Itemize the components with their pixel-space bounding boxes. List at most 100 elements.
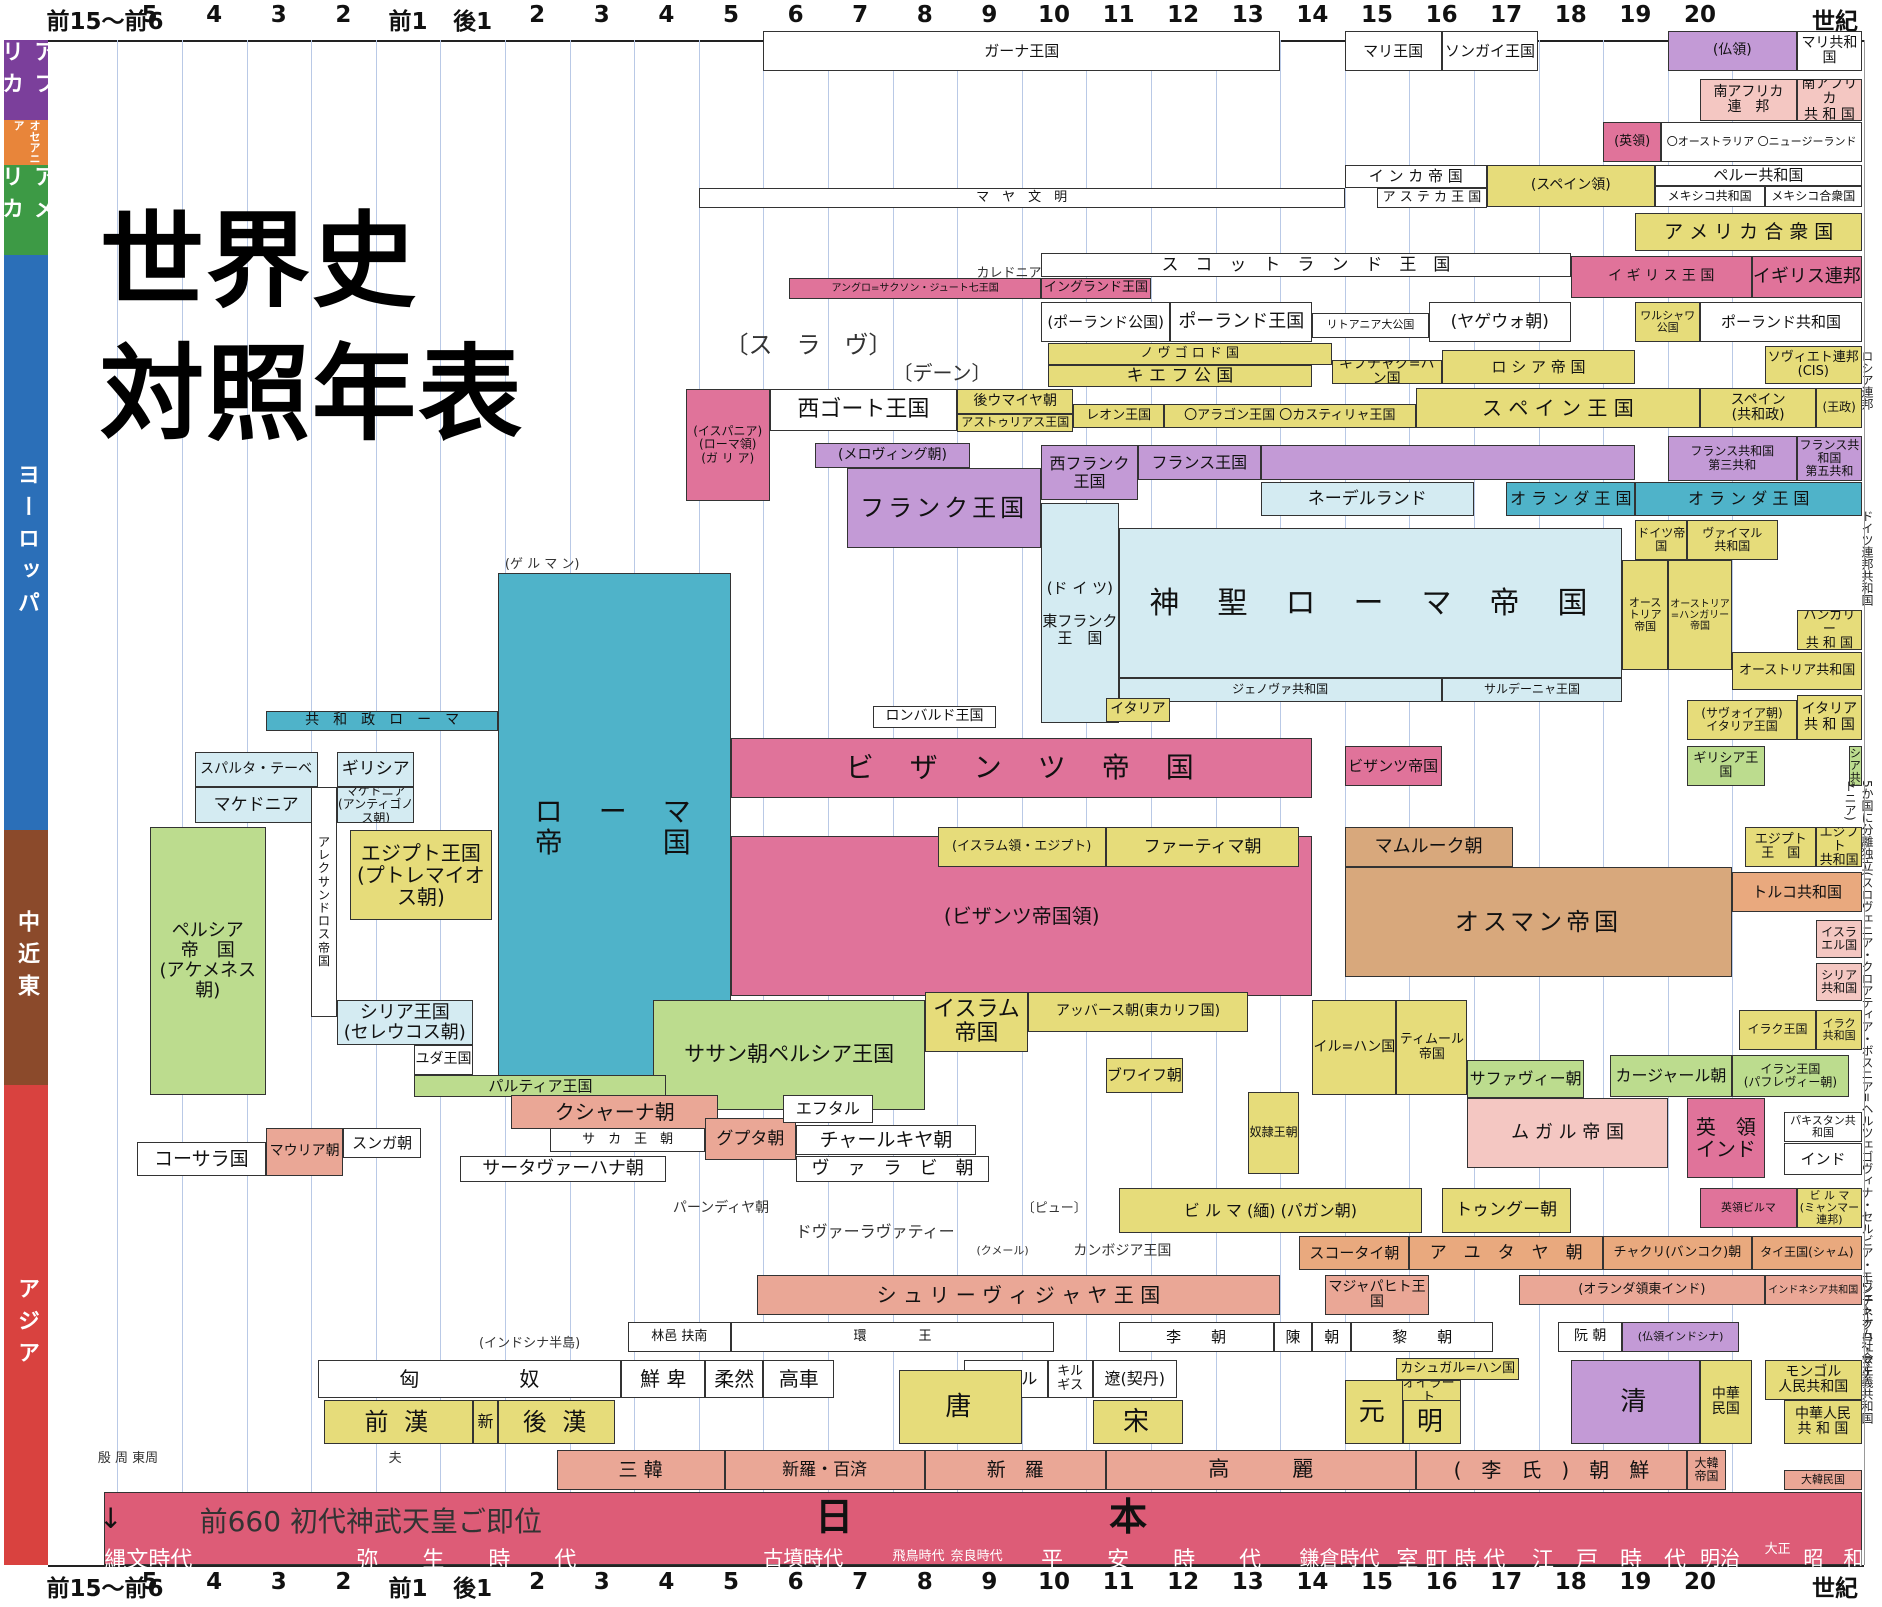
century-tick: 11 — [1102, 1569, 1135, 1595]
dynasty-block: エフタル — [782, 1095, 874, 1123]
dynasty-block: キル ギス — [1047, 1360, 1093, 1398]
dynasty-block: フランス王国 — [1137, 445, 1261, 480]
annotation-text: 〔ピュー〕 — [1021, 1201, 1087, 1216]
side-note: ドイツ連邦共和国 — [1860, 510, 1874, 606]
dynasty-block: 三 韓 — [556, 1450, 725, 1490]
dynasty-block: 英 領 インド — [1687, 1098, 1765, 1178]
dynasty-block: ヴァイマル 共和国 — [1687, 520, 1778, 560]
dynasty-block: ササン朝ペルシア王国 — [653, 1000, 925, 1110]
dynasty-block: (スペイン領) — [1486, 165, 1655, 207]
dynasty-block: ビザンツ帝国 — [1344, 746, 1442, 786]
dynasty-block: オスマン帝国 — [1344, 867, 1733, 977]
dynasty-block: イタリア — [1105, 698, 1171, 722]
gridline — [1473, 40, 1475, 1565]
dynasty-block: (メロヴィング朝) — [814, 443, 970, 468]
dynasty-block: アッバース朝(東カリフ国) — [1028, 992, 1248, 1032]
century-tick: 7 — [852, 2, 869, 28]
dynasty-block: 匈 奴 — [317, 1360, 622, 1398]
dynasty-block: シ ュ リ ー ヴ ィ ジ ャ ヤ 王 国 — [756, 1275, 1281, 1315]
dynasty-block: 西ゴート王国 — [769, 389, 958, 431]
dynasty-block: マジャパヒト王国 — [1325, 1275, 1429, 1315]
dynasty-block: 共 和 政 ロ ー マ — [265, 711, 499, 731]
gridline — [827, 40, 829, 1565]
dynasty-block: 新 羅 — [924, 1450, 1106, 1490]
gridline — [1603, 40, 1605, 1565]
dynasty-block: 林邑 扶南 — [627, 1322, 731, 1352]
dynasty-block: 〇アラゴン王国 〇カスティリャ王国 — [1163, 404, 1416, 428]
century-tick: 14 — [1296, 2, 1329, 28]
dynasty-block: ドイツ帝国 — [1635, 520, 1688, 560]
right-border — [1864, 40, 1865, 1565]
annotation-text: (インドシナ半島) — [479, 1336, 581, 1351]
region-label: アフリカ — [0, 40, 55, 120]
dynasty-block: 西フランク 王国 — [1041, 445, 1138, 500]
century-tick: 19 — [1619, 2, 1652, 28]
dynasty-block: ワルシャワ公国 — [1635, 302, 1700, 342]
dynasty-block: 陳 — [1273, 1322, 1313, 1352]
dynasty-block: ス ペ イ ン 王 国 — [1415, 388, 1700, 428]
dynasty-block: (オランダ領東インド) — [1519, 1275, 1765, 1305]
century-tick: 16 — [1425, 1569, 1458, 1595]
dynasty-block: サルデーニャ王国 — [1441, 678, 1623, 702]
dynasty-block: ギリシア王国 — [1687, 746, 1765, 786]
annotation-text: 古墳時代 — [763, 1546, 844, 1570]
dynasty-block: ギリシア 共和国 — [1848, 746, 1862, 786]
dynasty-block: スペイン (共和政) — [1700, 388, 1817, 428]
gridline — [1150, 40, 1152, 1565]
dynasty-block: カージャール朝 — [1609, 1055, 1733, 1097]
gridline — [1344, 40, 1346, 1565]
dynasty-block: 明 — [1402, 1400, 1461, 1444]
dynasty-block: 遼(契丹) — [1092, 1360, 1177, 1398]
annotation-text: 平 安 時 代 — [1041, 1548, 1262, 1573]
dynasty-block: ソンガイ王国 — [1441, 31, 1539, 71]
annotation-text: 鎌倉時代 — [1299, 1546, 1380, 1570]
annotation-text: 大正 — [1764, 1542, 1791, 1557]
dynasty-block: サータヴァーハナ朝 — [459, 1156, 667, 1182]
dynasty-block: アストゥリアス王国 — [957, 414, 1074, 432]
century-tick: 2 — [529, 1569, 546, 1595]
dynasty-block: スンガ朝 — [343, 1128, 421, 1158]
dynasty-block: イラン王国 (パフレヴィー朝) — [1732, 1055, 1849, 1097]
dynasty-block: (王政) — [1816, 388, 1862, 428]
century-tick: 7 — [852, 1569, 869, 1595]
dynasty-block: 南アフリカ 共 和 国 — [1796, 79, 1862, 121]
century-tick: 5 — [722, 1569, 740, 1595]
dynasty-block: ペルー共和国 — [1654, 165, 1862, 186]
dynasty-block: カシュガル=ハン国 — [1396, 1358, 1520, 1380]
century-tick: 5 — [722, 2, 740, 28]
century-tick: 後1 — [453, 1576, 493, 1602]
region-label: オセアニア — [4, 120, 48, 165]
dynasty-block: 南アフリカ 連 邦 — [1700, 79, 1797, 121]
dynasty-block: イ ギ リ ス 王 国 — [1570, 256, 1752, 298]
century-tick: 3 — [593, 1569, 610, 1595]
gridline — [117, 40, 119, 1565]
dynasty-block: ペルシア 帝 国 (アケメネス朝) — [149, 827, 266, 1095]
annotation-text: 明治 — [1700, 1546, 1740, 1570]
dynasty-block: チャクリ(バンコク)朝 — [1603, 1236, 1752, 1270]
century-tick: 13 — [1231, 2, 1264, 28]
dynasty-block: オーストリア帝国 — [1622, 560, 1668, 670]
dynasty-block: ソヴィエト連邦(CIS) — [1764, 346, 1862, 384]
dynasty-block: ア メ リ カ 合 衆 国 — [1635, 213, 1862, 251]
century-label: 世紀 — [1812, 1576, 1858, 1602]
dynasty-block: オイラート — [1396, 1380, 1461, 1402]
century-tick: 6 — [787, 1569, 804, 1595]
century-tick: 20 — [1683, 1569, 1717, 1595]
dynasty-block: 英領ビルマ — [1700, 1188, 1797, 1228]
dynasty-block: 〇オーストラリア 〇ニュージーランド — [1661, 122, 1862, 162]
gridline — [440, 40, 442, 1565]
region-label: アメリカ — [0, 165, 55, 255]
dynasty-block: ブワイフ朝 — [1105, 1058, 1184, 1093]
century-tick: 2 — [335, 2, 352, 28]
dynasty-block: イギリス連邦 — [1751, 256, 1862, 298]
gridline — [181, 40, 183, 1565]
dynasty-block: ム ガ ル 帝 国 — [1467, 1098, 1668, 1168]
dynasty-block: トルコ共和国 — [1732, 872, 1862, 912]
dynasty-block: ロンバルド王国 — [873, 706, 996, 728]
region-label: 中近東 — [4, 830, 48, 1085]
dynasty-block: イングランド王国 — [1041, 278, 1151, 299]
annotation-text: 夫 — [388, 1451, 402, 1466]
annotation-text: ドヴァーラヴァティー — [795, 1222, 955, 1241]
annotation-text: 縄文時代 — [104, 1548, 193, 1573]
annotation-text: 江 戸 時 代 — [1532, 1548, 1687, 1573]
